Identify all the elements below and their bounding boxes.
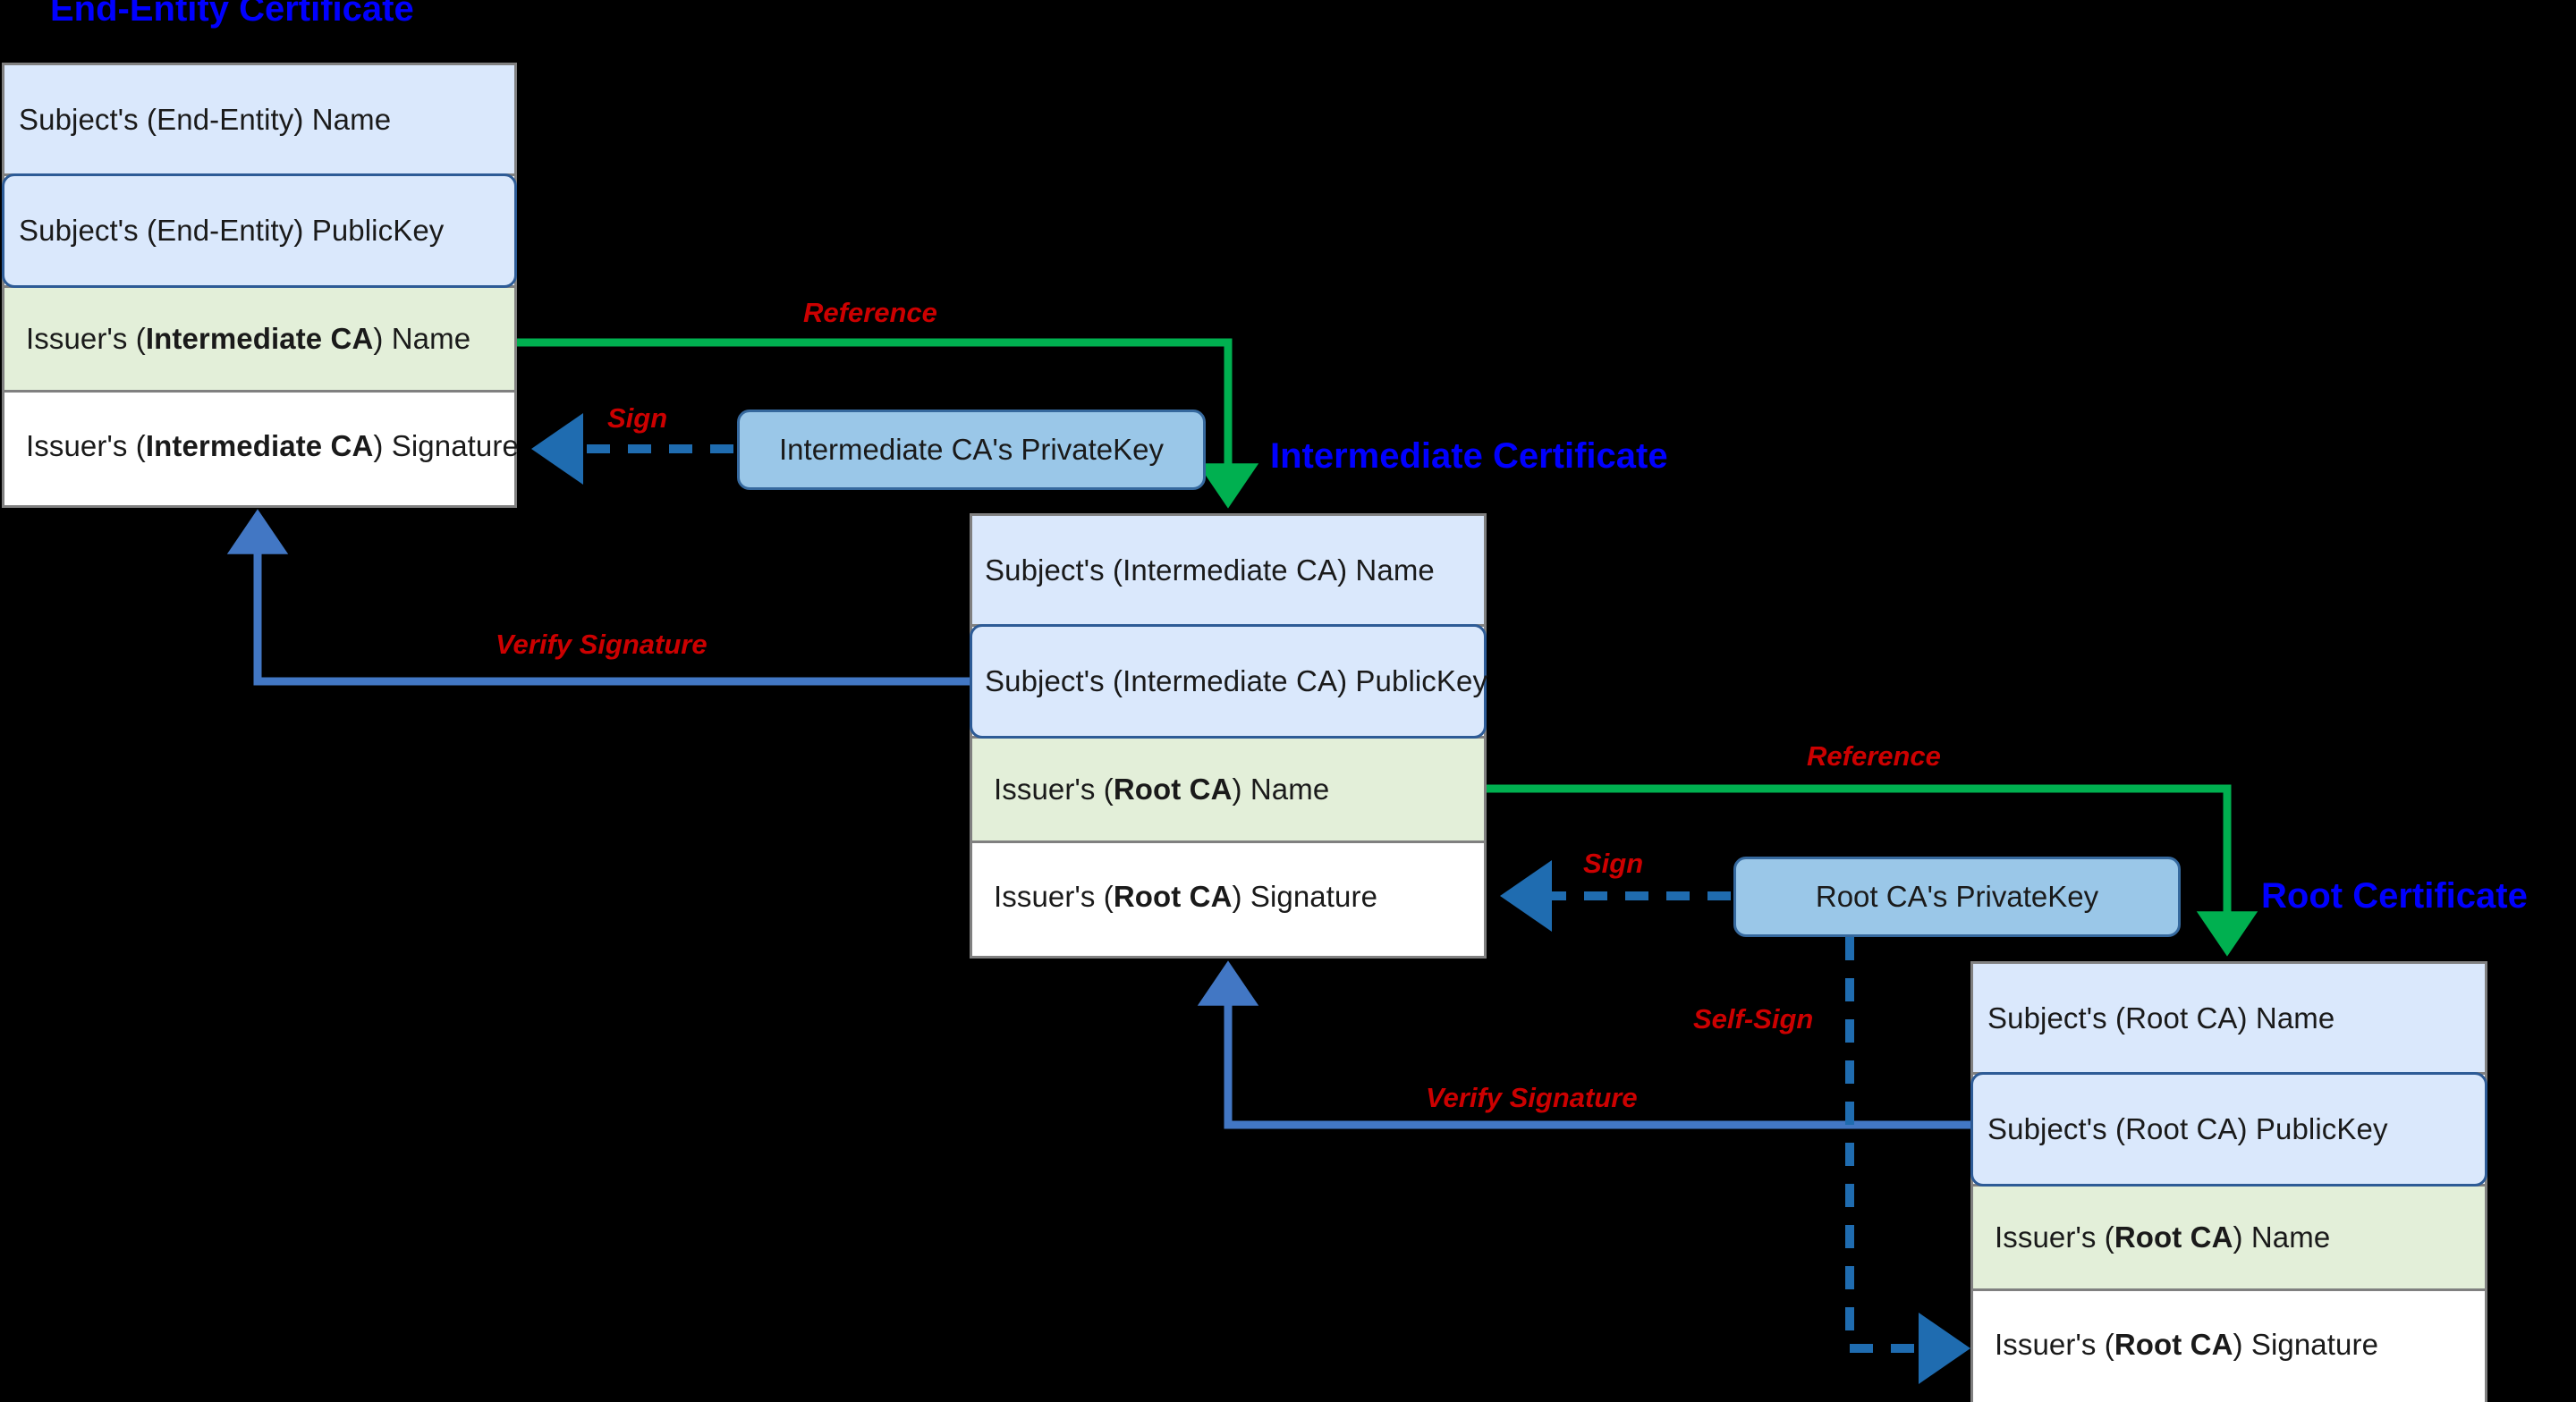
cert-row-ee-subject-name: Subject's (End-Entity) Name [4, 65, 514, 176]
cert-row-label-prefix: Issuer's ( [994, 880, 1114, 913]
cert-row-label-suffix: ) Signature [373, 429, 519, 462]
cert-row-root-issuer-signature: Issuer's (Root CA) Signature [1973, 1291, 2485, 1398]
edge-label-reference-ee: Reference [803, 297, 937, 328]
edge-label-verify-intermediate: Verify Signature [1426, 1082, 1638, 1113]
cert-row-int-subject-name: Subject's (Intermediate CA) Name [972, 516, 1484, 627]
cert-row-label-prefix: Issuer's ( [26, 429, 146, 462]
cert-row-ee-issuer-name: Issuer's (Intermediate CA) Name [4, 285, 514, 393]
edge-label-sign-root: Sign [1583, 848, 1644, 879]
cert-row-label-prefix: Issuer's ( [1995, 1328, 2114, 1361]
cert-row-ee-issuer-signature: Issuer's (Intermediate CA) Signature [4, 393, 519, 500]
cert-row-root-issuer-name: Issuer's (Root CA) Name [1973, 1184, 2485, 1291]
cert-row-label-prefix: Issuer's ( [994, 773, 1114, 806]
cert-row-label: Subject's (Intermediate CA) PublicKey [985, 664, 1488, 697]
cert-row-label-prefix: Issuer's ( [1995, 1220, 2114, 1254]
certificate-intermediate: Subject's (Intermediate CA) Name Subject… [970, 513, 1487, 959]
cert-row-root-subject-publickey: Subject's (Root CA) PublicKey [1970, 1072, 2487, 1187]
certificate-root: Subject's (Root CA) Name Subject's (Root… [1970, 961, 2487, 1402]
cert-row-label-emphasis: Root CA [2114, 1328, 2233, 1361]
privatekey-label: Root CA's PrivateKey [1815, 880, 2099, 913]
privatekey-root-ca: Root CA's PrivateKey [1733, 857, 2181, 937]
cert-row-label-emphasis: Root CA [2114, 1220, 2233, 1254]
cert-title-intermediate: Intermediate Certificate [1270, 436, 1668, 476]
cert-row-ee-subject-publickey: Subject's (End-Entity) PublicKey [2, 173, 517, 288]
cert-title-root: Root Certificate [2261, 876, 2528, 916]
cert-row-label-suffix: ) Signature [1232, 880, 1378, 913]
cert-row-label: Subject's (Root CA) Name [1987, 1001, 2335, 1035]
cert-row-int-issuer-name: Issuer's (Root CA) Name [972, 736, 1484, 843]
cert-row-int-issuer-signature: Issuer's (Root CA) Signature [972, 843, 1484, 950]
edge-label-self-sign-root: Self-Sign [1693, 1003, 1814, 1035]
cert-row-label: Subject's (End-Entity) PublicKey [19, 214, 445, 247]
privatekey-intermediate-ca: Intermediate CA's PrivateKey [737, 410, 1206, 490]
privatekey-label: Intermediate CA's PrivateKey [779, 433, 1164, 466]
cert-row-label-prefix: Issuer's ( [26, 322, 146, 355]
cert-row-int-subject-publickey: Subject's (Intermediate CA) PublicKey [970, 624, 1487, 739]
cert-row-label-suffix: ) Name [1232, 773, 1330, 806]
certificate-end-entity: Subject's (End-Entity) Name Subject's (E… [2, 63, 519, 508]
cert-row-label-suffix: ) Name [2233, 1220, 2331, 1254]
edge-label-verify-ee: Verify Signature [496, 629, 708, 660]
cert-row-root-subject-name: Subject's (Root CA) Name [1973, 964, 2485, 1075]
cert-row-label-emphasis: Root CA [1113, 880, 1233, 913]
cert-row-label-emphasis: Intermediate CA [145, 429, 374, 462]
cert-row-label: Subject's (Root CA) PublicKey [1987, 1112, 2388, 1145]
cert-row-label-emphasis: Intermediate CA [145, 322, 374, 355]
cert-row-label-suffix: ) Name [373, 322, 471, 355]
cert-title-end-entity: End-Entity Certificate [50, 0, 414, 29]
cert-row-label-suffix: ) Signature [2233, 1328, 2379, 1361]
cert-row-label: Subject's (Intermediate CA) Name [985, 553, 1435, 587]
edge-self-sign-root [1845, 937, 1970, 1384]
edge-label-reference-intermediate: Reference [1807, 740, 1941, 772]
cert-row-label: Subject's (End-Entity) Name [19, 102, 392, 136]
edge-label-sign-intermediate: Sign [607, 402, 668, 434]
cert-row-label-emphasis: Root CA [1113, 773, 1233, 806]
